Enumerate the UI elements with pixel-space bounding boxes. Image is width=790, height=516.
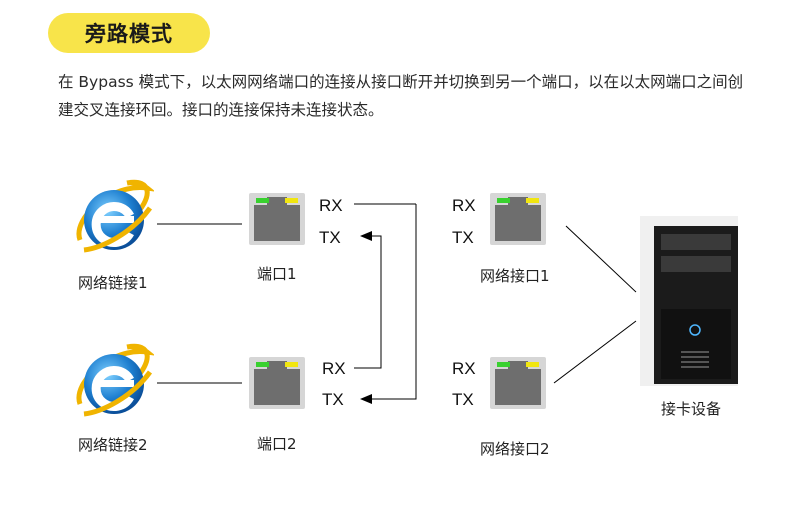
internet-explorer-icon xyxy=(76,179,154,253)
ethernet-port-icon xyxy=(249,357,305,409)
interface-1-tx-label: TX xyxy=(452,228,474,247)
loopback-to-port1-tx xyxy=(354,231,382,369)
interface-1-rx-label: RX xyxy=(452,196,476,215)
port-1-tx-label: TX xyxy=(319,228,341,247)
network-interface-1-label: 网络接口1 xyxy=(480,267,550,285)
interface-2-tx-label: TX xyxy=(452,390,474,409)
internet-explorer-icon xyxy=(76,343,154,417)
network-interface-2-label: 网络接口2 xyxy=(480,440,550,458)
port-2-label: 端口2 xyxy=(257,435,297,453)
loopback-to-port2-tx xyxy=(360,204,417,404)
ethernet-port-icon xyxy=(490,193,546,245)
port-1-rx-label: RX xyxy=(319,196,343,215)
server-tower-icon xyxy=(640,216,738,386)
port-1-label: 端口1 xyxy=(257,265,297,283)
ethernet-port-icon xyxy=(490,357,546,409)
interface-1-cable xyxy=(565,225,637,293)
nic-device-label: 接卡设备 xyxy=(661,400,722,418)
interface-2-cable xyxy=(553,320,637,384)
port-2-tx-label: TX xyxy=(322,390,344,409)
description-text: 在 Bypass 模式下，以太网网络端口的连接从接口断开并切换到另一个端口，以在… xyxy=(58,73,744,119)
network-link-2-label: 网络链接2 xyxy=(78,436,148,454)
port-2-rx-label: RX xyxy=(322,359,346,378)
network-link-1-label: 网络链接1 xyxy=(78,274,148,292)
ethernet-port-icon xyxy=(249,193,305,245)
page-title: 旁路模式 xyxy=(48,13,210,53)
interface-2-rx-label: RX xyxy=(452,359,476,378)
